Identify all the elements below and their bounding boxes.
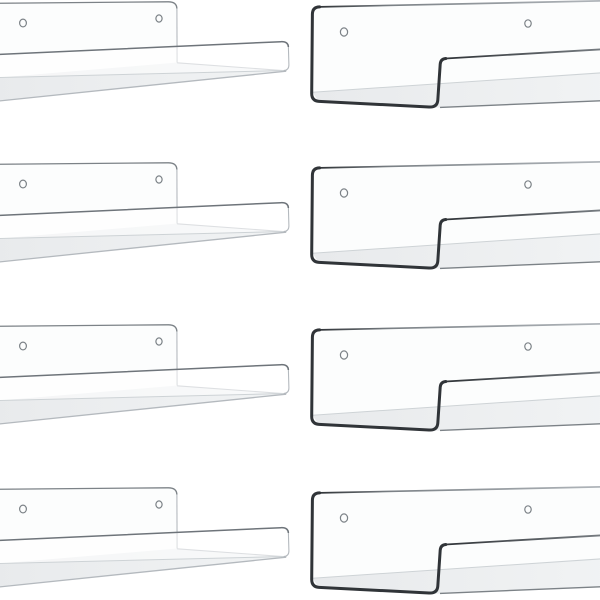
shelf-1-left-shelf — [0, 1, 290, 104]
shelf-3-left-shelf — [0, 162, 290, 265]
shelf-6-right-shelf — [310, 321, 600, 433]
shelf-7-left-shelf — [0, 487, 290, 590]
shelf-8-right-shelf — [310, 484, 600, 596]
shelf-4-right-shelf — [310, 159, 600, 271]
shelf-2-right-shelf — [310, 0, 600, 110]
shelf-5-left-shelf — [0, 324, 290, 427]
